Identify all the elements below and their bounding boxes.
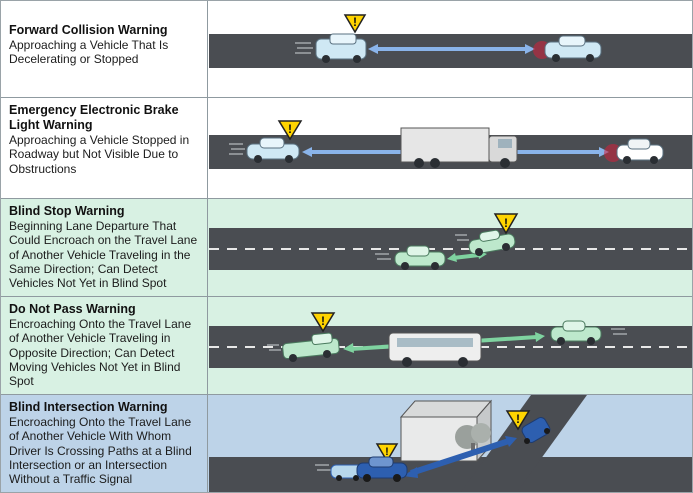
departing-car <box>394 245 446 270</box>
emergency-brake-illustration: ! <box>209 98 692 198</box>
warning-sign-icon: ! <box>310 312 336 333</box>
svg-text:!: ! <box>321 314 325 328</box>
tree <box>455 423 491 455</box>
row-title: Forward Collision Warning <box>9 23 168 37</box>
speed-lines <box>267 328 627 351</box>
svg-text:!: ! <box>516 412 520 426</box>
speed-lines <box>295 42 313 54</box>
row-text: Blind Stop Warning Beginning Lane Depart… <box>1 199 208 296</box>
warning-sign-icon: ! <box>493 213 519 235</box>
svg-text:!: ! <box>385 446 389 458</box>
distance-arrow <box>403 436 517 478</box>
distance-arrow <box>368 44 535 54</box>
row-blind-stop: Blind Stop Warning Beginning Lane Depart… <box>1 199 692 297</box>
row-title: Blind Intersection Warning <box>9 400 168 414</box>
speed-lines <box>229 143 245 155</box>
svg-text:!: ! <box>288 122 292 136</box>
row-text: Blind Intersection Warning Encroaching O… <box>1 395 208 492</box>
svg-text:!: ! <box>504 216 508 230</box>
cross-road <box>461 395 587 492</box>
row-emergency-brake-light: Emergency Electronic Brake Light Warning… <box>1 98 692 199</box>
rear-car <box>330 464 364 481</box>
forward-collision-illustration: ! <box>209 1 692 97</box>
row-description: Approaching a Vehicle Stopped in Roadway… <box>9 133 190 176</box>
row-do-not-pass: Do Not Pass Warning Encroaching Onto the… <box>1 297 692 395</box>
blind-intersection-illustration: ! ! <box>209 395 692 492</box>
warning-sign-icon: ! <box>505 410 531 431</box>
svg-text:!: ! <box>353 15 357 29</box>
bus <box>388 332 482 367</box>
row-text: Do Not Pass Warning Encroaching Onto the… <box>1 297 208 394</box>
row-title: Do Not Pass Warning <box>9 302 136 316</box>
stopped-car <box>616 138 664 164</box>
oncoming-car <box>550 320 602 345</box>
passing-pickup <box>282 332 340 362</box>
row-title: Blind Stop Warning <box>9 204 125 218</box>
row-description: Beginning Lane Departure That Could Encr… <box>9 219 198 291</box>
following-suv <box>315 33 367 63</box>
following-car <box>246 137 300 163</box>
warning-sign-icon: ! <box>277 120 303 141</box>
blind-stop-illustration: ! <box>209 199 692 296</box>
row-title: Emergency Electronic Brake Light Warning <box>9 103 179 132</box>
front-car <box>356 456 408 482</box>
truck <box>400 127 518 168</box>
row-blind-intersection: Blind Intersection Warning Encroaching O… <box>1 395 692 492</box>
row-text: Emergency Electronic Brake Light Warning… <box>1 98 208 198</box>
row-description: Approaching a Vehicle That Is Decelerati… <box>9 38 169 67</box>
row-description: Encroaching Onto the Travel Lane of Anot… <box>9 415 192 487</box>
warning-sign-icon: ! <box>375 443 399 463</box>
warning-sign-icon: ! <box>343 14 367 34</box>
crossing-car <box>521 417 551 444</box>
row-forward-collision: Forward Collision Warning Approaching a … <box>1 1 692 98</box>
speed-lines <box>315 464 331 471</box>
lead-car <box>544 35 602 62</box>
row-description: Encroaching Onto the Travel Lane of Anot… <box>9 317 192 389</box>
do-not-pass-illustration: ! <box>209 297 692 394</box>
adjacent-car <box>468 229 516 256</box>
speed-lines <box>375 234 469 260</box>
row-text: Forward Collision Warning Approaching a … <box>1 1 208 97</box>
